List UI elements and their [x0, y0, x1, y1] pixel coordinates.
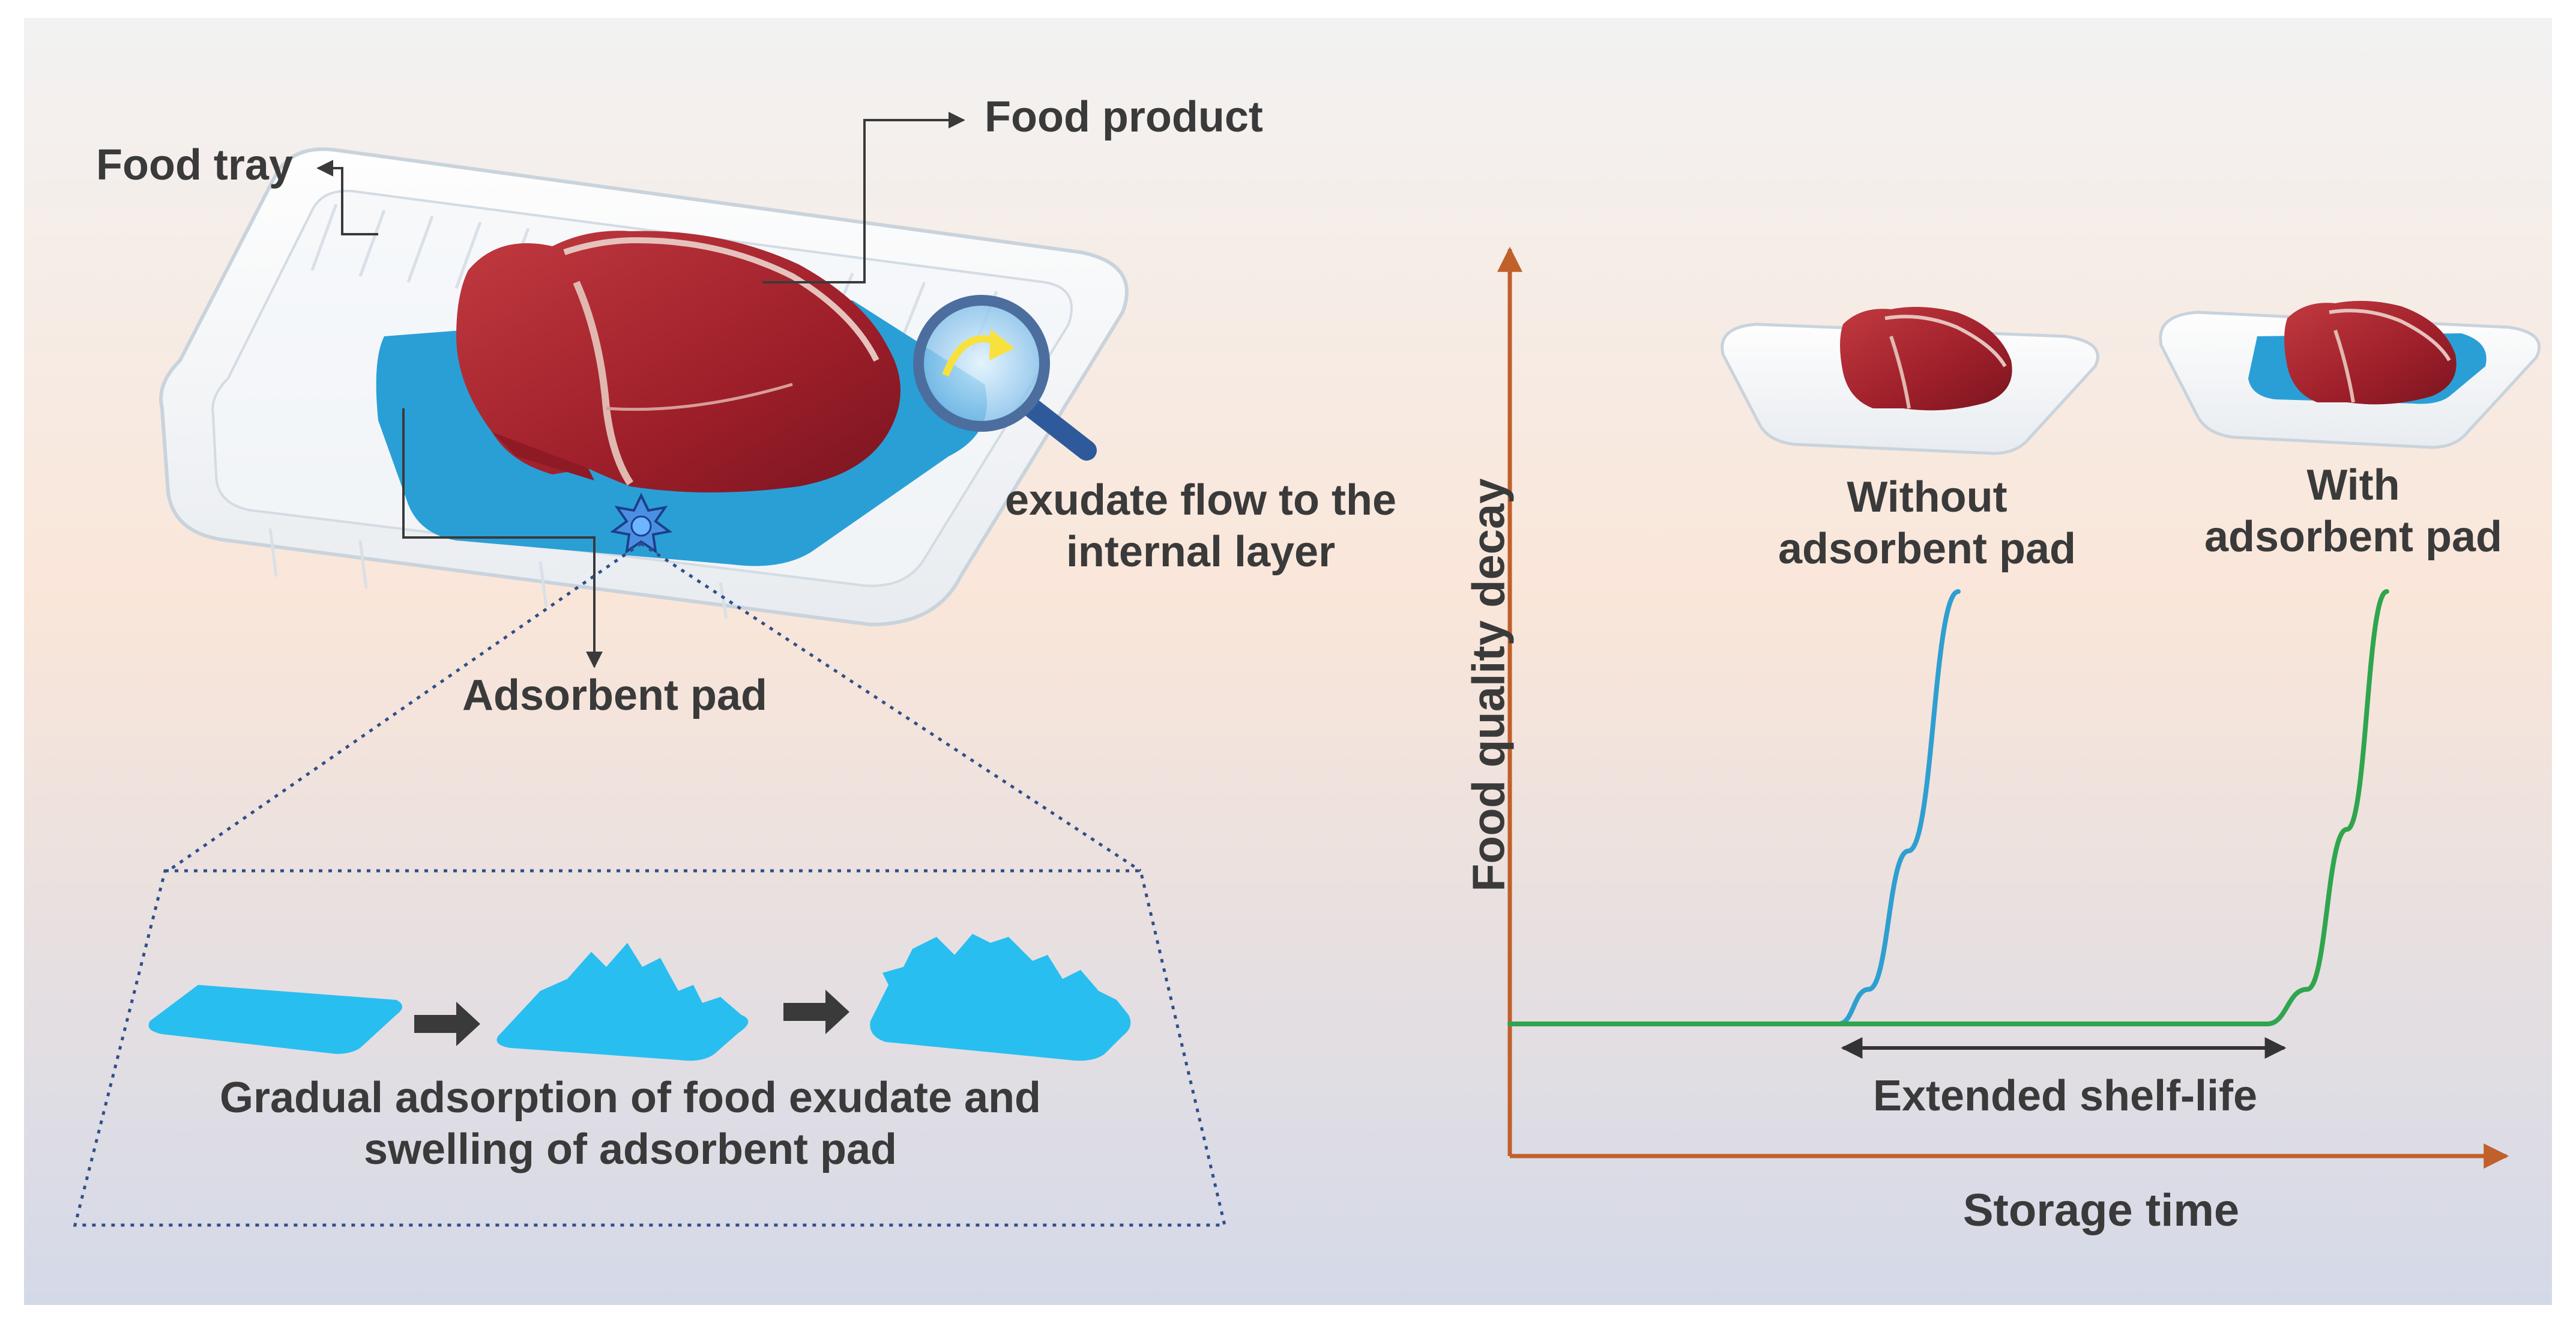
pad-swollen-large: [870, 934, 1131, 1061]
adsorbent-pad-pointer: [402, 408, 603, 668]
tray-with-pad-icon: [2159, 301, 2541, 449]
gradual-adsorption-caption: Gradual adsorption of food exudate and s…: [120, 1072, 1141, 1176]
curve-with-pad: [1507, 589, 2389, 1027]
tray-without-pad-icon: [1721, 307, 2099, 455]
with-line-2: adsorbent pad: [2204, 513, 2503, 562]
food-tray-label: Food tray: [96, 141, 294, 189]
pad-swelling-sequence: [148, 934, 1131, 1061]
meat-steak: [456, 231, 900, 492]
gradual-line-2: swelling of adsorbent pad: [363, 1125, 897, 1174]
food-product-label: Food product: [985, 93, 1263, 141]
with-pad-label: With adsorbent pad: [2143, 459, 2563, 563]
without-line-1: Without: [1847, 473, 2007, 521]
without-line-2: adsorbent pad: [1778, 525, 2077, 574]
zoom-frame: [73, 542, 1227, 1227]
x-axis-label: Storage time: [1962, 1185, 2240, 1236]
pad-swollen-small: [496, 943, 749, 1061]
with-line-1: With: [2306, 461, 2400, 509]
shelf-life-chart: [1497, 246, 2541, 1169]
curves-layer: [1507, 589, 2389, 1027]
exudate-line-2: internal layer: [1066, 528, 1336, 577]
gradual-line-1: Gradual adsorption of food exudate and: [219, 1074, 1042, 1122]
pad-flat: [148, 985, 402, 1054]
magnifier-icon: [913, 295, 1097, 461]
exudate-line-1: exudate flow to the: [1004, 476, 1397, 524]
adsorbent-pad-label: Adsorbent pad: [462, 671, 768, 719]
food-tray-pointer: [316, 160, 378, 235]
without-pad-label: Without adsorbent pad: [1717, 471, 2137, 575]
step-arrow-2: [783, 990, 849, 1034]
food-product-pointer: [762, 112, 965, 283]
exudate-flow-label: exudate flow to the internal layer: [967, 474, 1435, 578]
extended-shelf-life-label: Extended shelf-life: [1872, 1072, 2258, 1120]
step-arrow-1: [414, 1002, 480, 1046]
y-axis-label: Food quality decay: [1463, 478, 1515, 892]
